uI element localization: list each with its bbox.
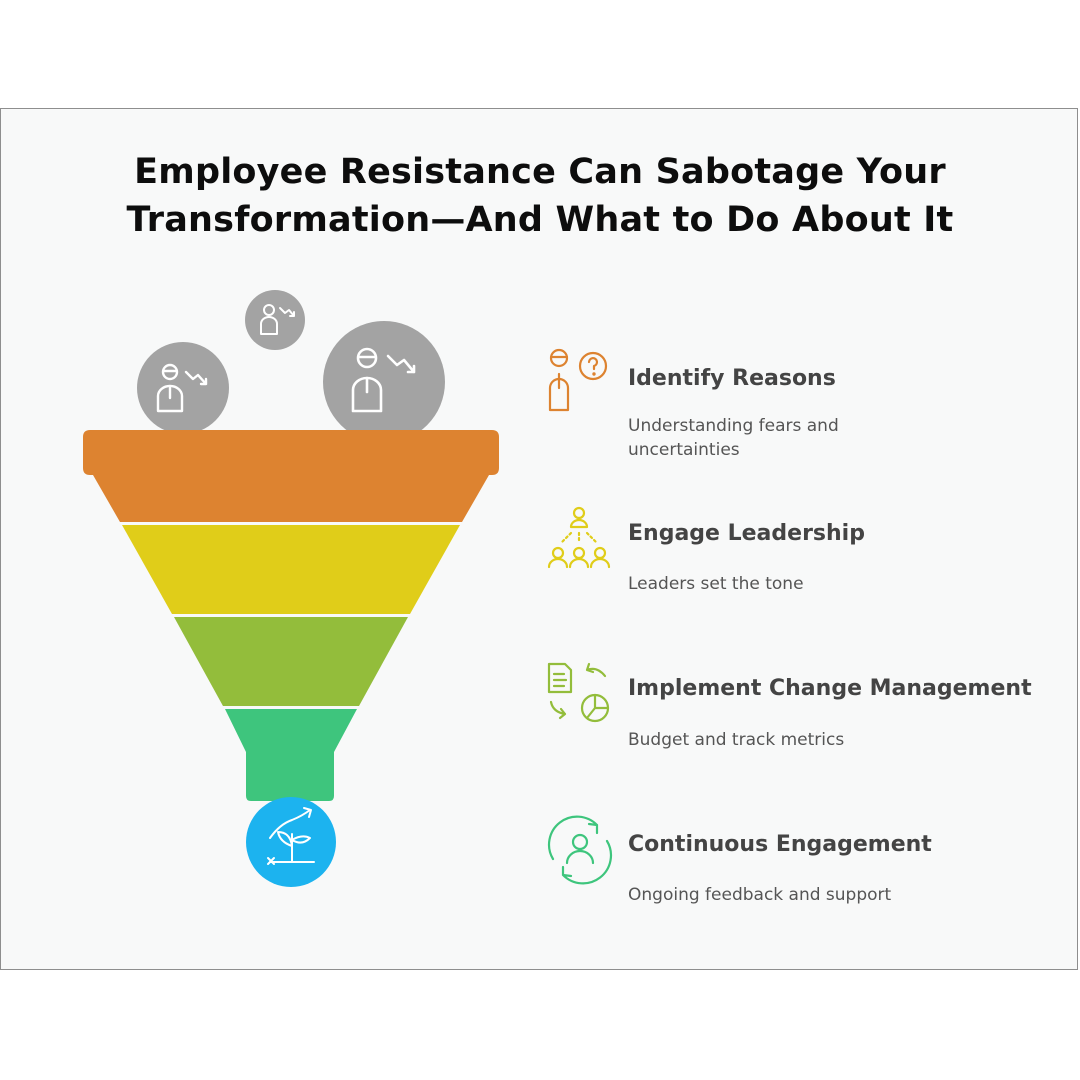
- document-chart-cycle-icon: [547, 662, 610, 723]
- growth-plant-icon: [267, 807, 315, 865]
- leader-team-icon: [547, 506, 611, 569]
- person-cycle-icon: [548, 815, 612, 885]
- step-description-continuous-engagement: Ongoing feedback and support: [628, 885, 892, 905]
- step-heading-engage-leadership: Engage Leadership: [628, 521, 865, 546]
- step-heading-implement-change-management: Implement Change Management: [628, 676, 1032, 701]
- funnel-stage-2: [122, 525, 460, 614]
- funnel-stage-4: [225, 709, 357, 801]
- resistant-employee-bubble-small: [245, 290, 305, 350]
- funnel-stage-3: [174, 617, 408, 706]
- title-line-2: Transformation—And What to Do About It: [126, 200, 954, 240]
- step-description-engage-leadership: Leaders set the tone: [628, 574, 804, 594]
- growth-output-circle: [246, 797, 336, 887]
- step-description-identify-reasons: Understanding fears and uncertainties: [628, 416, 839, 460]
- funnel-stage-1: [83, 430, 499, 522]
- title-line-1: Employee Resistance Can Sabotage Your: [134, 152, 946, 192]
- step-heading-identify-reasons: Identify Reasons: [628, 366, 836, 391]
- resistant-employee-bubble-left: [137, 342, 229, 434]
- person-question-icon: [548, 348, 608, 412]
- step-description-implement-change-management: Budget and track metrics: [628, 730, 845, 750]
- resistant-employee-bubble-large: [323, 321, 445, 443]
- step-heading-continuous-engagement: Continuous Engagement: [628, 832, 932, 857]
